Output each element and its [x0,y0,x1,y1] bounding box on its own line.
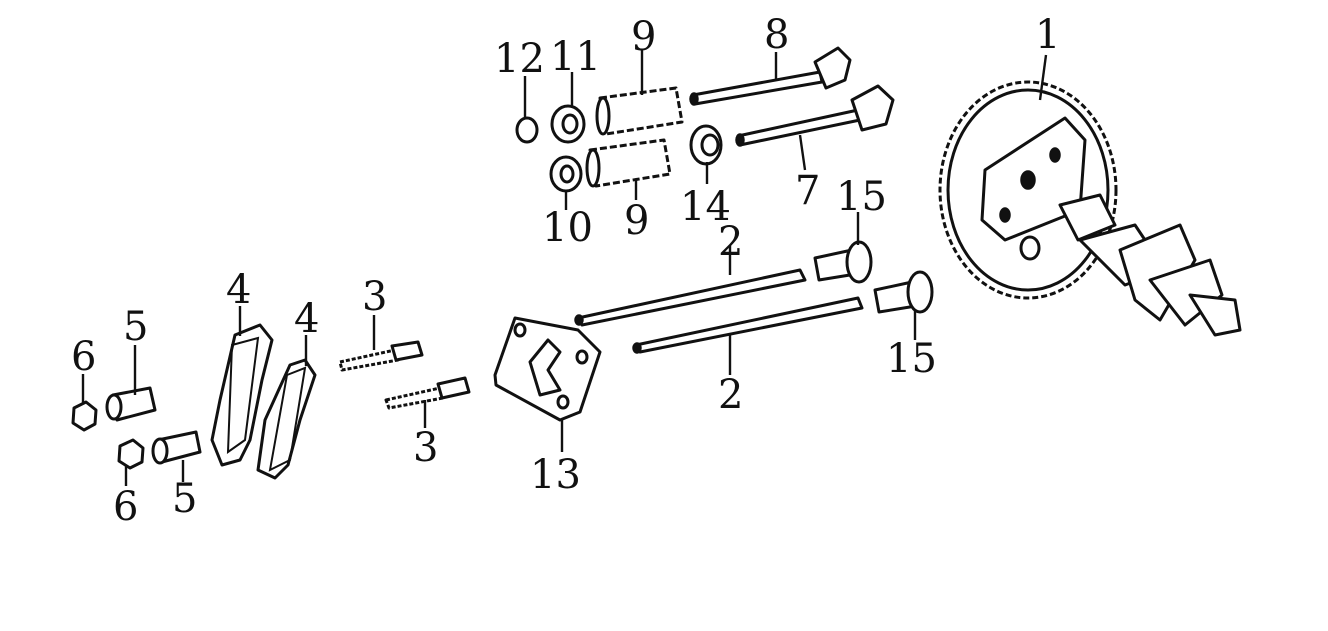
push-rod-part [574,268,864,354]
camshaft-gear-part [938,80,1242,337]
callout-5-lower: 5 [172,476,197,522]
callout-13: 13 [530,452,581,498]
callout-12: 12 [494,36,545,82]
callout-6-upper: 6 [71,334,96,380]
leader-lines [81,50,1048,486]
callout-9-upper: 9 [631,14,656,60]
callout-labels: 1 2 2 3 3 4 4 5 5 6 6 7 8 9 9 10 11 12 1… [71,12,1060,530]
callout-9-lower: 9 [624,198,649,244]
callout-3-upper: 3 [362,274,387,320]
callout-4-left: 4 [226,267,251,313]
rocker-arm-part [210,323,317,480]
nut-part [71,400,145,470]
adjusting-bolt-part [338,340,471,410]
callout-10: 10 [542,205,593,251]
valve-rotator-part [689,124,723,166]
valve-cap-part [515,116,539,144]
spring-retainer-part [549,104,586,193]
callout-1: 1 [1035,12,1060,58]
valve-spring-part [585,86,684,188]
guide-plate-part [493,316,602,422]
callout-7: 7 [795,168,820,214]
callout-8: 8 [764,12,789,58]
callout-15-lower: 15 [886,336,937,382]
callout-14: 14 [680,184,731,230]
tappet-part [813,240,934,314]
callout-3-lower: 3 [413,425,438,471]
callout-2-lower: 2 [718,372,743,418]
callout-2-upper: 2 [718,219,743,265]
callout-6-lower: 6 [113,484,138,530]
callout-15-upper: 15 [836,174,887,220]
callout-11: 11 [550,34,601,80]
sleeve-part [105,386,202,465]
valve-part [689,46,895,147]
callout-5-upper: 5 [123,304,148,350]
callout-4-right: 4 [294,296,319,342]
